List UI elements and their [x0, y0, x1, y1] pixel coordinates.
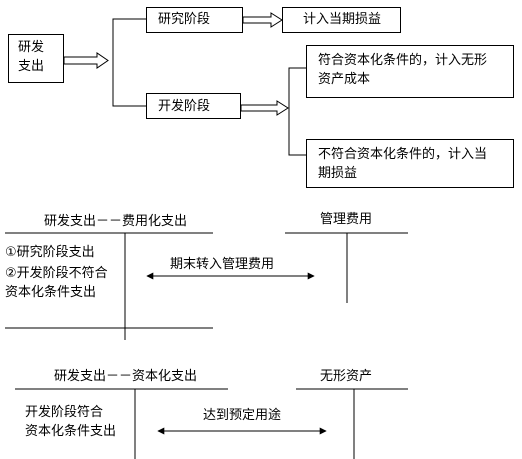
dev-expense-box: 不符合资本化条件的，计入当 期损益: [306, 139, 514, 188]
development-stage-label: 开发阶段: [158, 99, 211, 114]
research-stage-box: 研究阶段: [146, 7, 243, 33]
main-bracket: [112, 18, 146, 107]
root-box: 研发 支出: [8, 34, 64, 83]
capital-entry: 开发阶段符合 资本化条件支出: [25, 405, 117, 439]
expense-account-title: 研发支出－－费用化支出: [44, 214, 188, 229]
transfer-label-1: 期末转入管理费用: [170, 257, 275, 272]
capital-account-title: 研发支出－－资本化支出: [54, 369, 198, 384]
intangible-account-title: 无形资产: [320, 369, 373, 384]
dev-capitalize-box: 符合资本化条件的，计入无形 资产成本: [306, 45, 514, 98]
research-result-box: 计入当期损益: [282, 7, 401, 33]
research-result-label: 计入当期损益: [303, 12, 382, 27]
research-stage-label: 研究阶段: [158, 12, 211, 27]
expense-entry-1: ①研究阶段支出: [5, 245, 95, 260]
root-label: 研发 支出: [18, 40, 45, 74]
hollow-arrow-research: [242, 12, 283, 28]
dev-capitalize-label: 符合资本化条件的，计入无形 资产成本: [318, 53, 488, 87]
admin-account-title: 管理费用: [320, 212, 373, 227]
development-stage-box: 开发阶段: [146, 93, 241, 119]
transfer-label-2: 达到预定用途: [203, 408, 282, 423]
hollow-arrow-development: [240, 100, 289, 116]
sub-bracket: [288, 67, 306, 156]
hollow-arrow-root: [63, 52, 109, 69]
expense-entry-2: ②开发阶段不符合 资本化条件支出: [5, 266, 108, 300]
dev-expense-label: 不符合资本化条件的，计入当 期损益: [318, 147, 488, 181]
